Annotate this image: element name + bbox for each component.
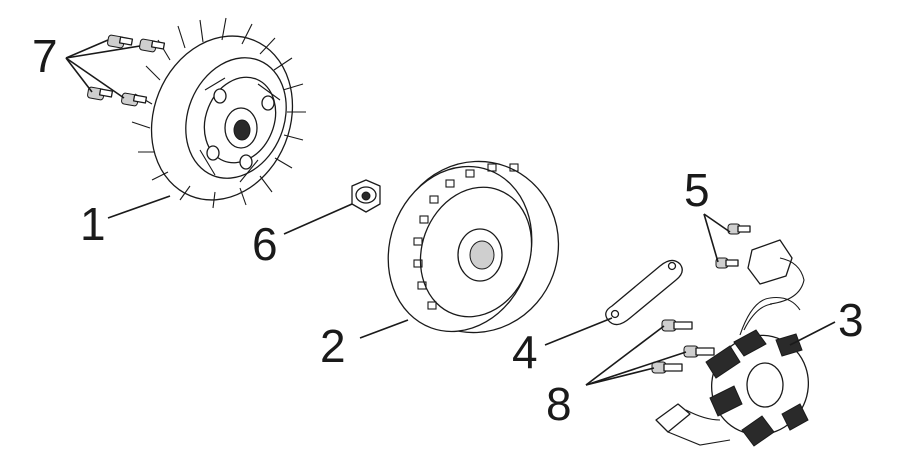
connector xyxy=(655,403,731,446)
bolt-icon xyxy=(121,92,148,107)
stator xyxy=(655,296,810,447)
leader-1 xyxy=(107,195,171,219)
bolt-icon xyxy=(139,38,166,53)
leader-2 xyxy=(359,319,409,339)
screw-icon xyxy=(727,223,751,235)
leader-7d xyxy=(65,57,125,99)
callout-5: 5 xyxy=(684,164,710,216)
screw-icon xyxy=(661,319,693,332)
bracket xyxy=(605,259,683,326)
rotor-slots xyxy=(413,163,519,310)
pickup-coil xyxy=(747,239,805,305)
screw-set-8 xyxy=(651,319,715,374)
flange-nut xyxy=(351,179,381,213)
callout-3: 3 xyxy=(838,294,864,346)
leader-7a xyxy=(65,39,109,59)
leader-lines xyxy=(65,39,836,386)
leader-7b xyxy=(65,45,141,59)
bolt-icon xyxy=(87,86,114,101)
callout-1: 1 xyxy=(80,198,106,250)
leader-6 xyxy=(283,203,353,235)
callout-labels: 1 2 3 4 5 6 7 8 xyxy=(32,30,864,430)
rotor-drum xyxy=(387,160,560,334)
stator-poles xyxy=(705,329,809,447)
flywheel-fan xyxy=(131,17,306,209)
leader-8c xyxy=(585,367,655,386)
screw-icon xyxy=(683,345,715,358)
leader-8b xyxy=(585,351,687,386)
leader-5a xyxy=(703,213,731,233)
bolt-icon xyxy=(107,34,134,49)
leader-4 xyxy=(544,317,613,346)
leader-8a xyxy=(585,325,665,386)
screw-set-5 xyxy=(715,223,751,269)
callout-8: 8 xyxy=(546,378,572,430)
screw-icon xyxy=(651,361,683,374)
bolt-set-7 xyxy=(87,34,166,107)
leader-5b xyxy=(703,213,719,263)
leader-7c xyxy=(65,57,93,93)
screw-icon xyxy=(715,257,739,269)
callout-7: 7 xyxy=(32,30,58,82)
callout-4: 4 xyxy=(512,326,538,378)
leader-3 xyxy=(789,321,836,346)
callout-2: 2 xyxy=(320,320,346,372)
callout-6: 6 xyxy=(252,218,278,270)
